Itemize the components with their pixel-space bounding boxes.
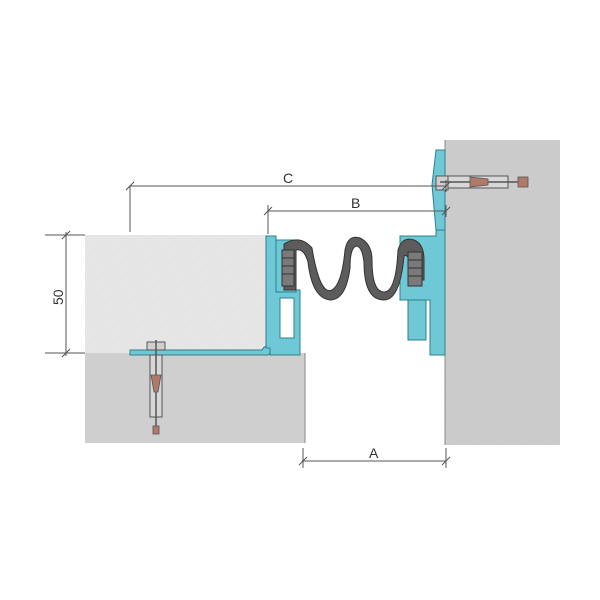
dimension-c (125, 180, 451, 232)
substrate-slab (85, 353, 305, 443)
dimension-a (298, 448, 451, 468)
rubber-bellows-insert (283, 236, 425, 301)
dim-label-a: A (369, 445, 379, 461)
floor-anchor-bolt (146, 340, 166, 435)
dimension-b (263, 205, 451, 234)
dim-label-c: C (283, 170, 293, 186)
dimension-height (45, 230, 85, 358)
dim-label-b: B (351, 195, 360, 211)
dim-label-height: 50 (50, 289, 66, 305)
